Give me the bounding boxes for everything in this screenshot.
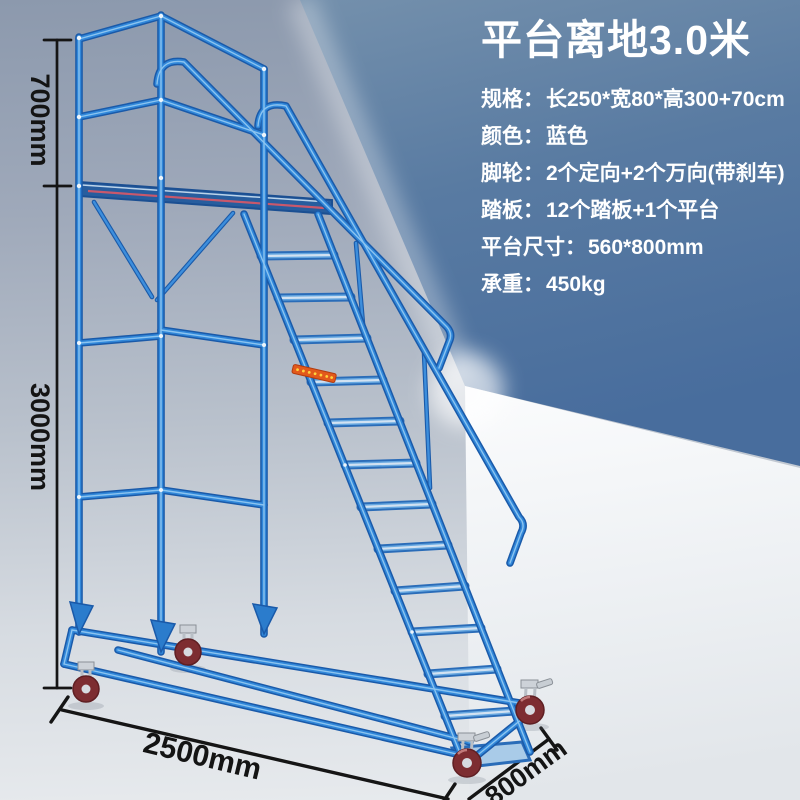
spec-value: 560*800mm — [588, 236, 704, 259]
warning-sticker — [291, 364, 337, 383]
spec-value: 450kg — [546, 273, 606, 296]
dimension-line-2500mm: 2500mm — [49, 695, 457, 800]
casters — [72, 624, 554, 778]
spec-row-pingtai-chicun: 平台尺寸：560*800mm — [481, 229, 796, 266]
platform-ladder — [64, 13, 554, 784]
info-panel: 平台离地3.0米 规格：长250*宽80*高300+70cm 颜色：蓝色 脚轮：… — [481, 6, 796, 303]
spec-row-taban: 踏板：12个踏板+1个平台 — [481, 192, 796, 229]
platform-deck — [78, 180, 333, 216]
spec-row-yanse: 颜色：蓝色 — [481, 118, 796, 155]
caster-wheel — [174, 624, 202, 666]
backdrop-light-wedge — [465, 386, 800, 800]
spec-label: 承重： — [481, 273, 544, 296]
dimension-line-700mm: 700mm — [25, 38, 73, 188]
bolt-heads — [76, 13, 414, 634]
dimension-label-2500mm: 2500mm — [140, 726, 264, 786]
caster-wheel-brake — [515, 678, 554, 725]
dimension-label-3000mm: 3000mm — [25, 383, 55, 491]
spec-label: 规格： — [481, 88, 544, 111]
spec-label: 踏板： — [481, 199, 544, 222]
backdrop-blue-area — [300, 0, 800, 466]
spec-value: 蓝色 — [546, 125, 588, 148]
backdrop-light-spot — [428, 352, 504, 428]
spec-label: 颜色： — [481, 125, 544, 148]
dimension-label-700mm: 700mm — [25, 73, 55, 166]
spec-row-chengzhong: 承重：450kg — [481, 266, 796, 303]
spec-label: 脚轮： — [481, 162, 544, 185]
dimension-line-3000mm: 3000mm — [25, 184, 73, 690]
spec-label: 平台尺寸： — [481, 236, 586, 259]
product-title: 平台离地3.0米 — [481, 17, 751, 63]
spec-row-guige: 规格：长250*宽80*高300+70cm — [481, 81, 796, 118]
spec-list: 规格：长250*宽80*高300+70cm 颜色：蓝色 脚轮：2个定向+2个万向… — [481, 81, 796, 303]
base-gussets — [68, 601, 279, 654]
spec-value: 2个定向+2个万向(带刹车) — [546, 162, 785, 185]
spec-value: 12个踏板+1个平台 — [546, 199, 720, 222]
caster-wheel-brake — [452, 731, 491, 778]
caster-wheel — [72, 661, 100, 703]
spec-row-jiaolun: 脚轮：2个定向+2个万向(带刹车) — [481, 155, 796, 192]
spec-value: 长250*宽80*高300+70cm — [546, 88, 785, 111]
